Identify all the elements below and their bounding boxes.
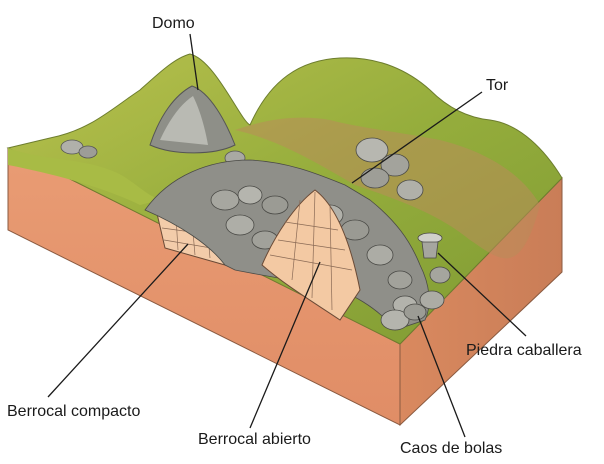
label-piedra-caballera: Piedra caballera bbox=[466, 343, 582, 359]
label-domo: Domo bbox=[152, 16, 195, 32]
label-caos-de-bolas: Caos de bolas bbox=[400, 441, 502, 457]
label-tor: Tor bbox=[486, 78, 508, 94]
label-berrocal-abierto: Berrocal abierto bbox=[198, 432, 311, 448]
label-berrocal-compacto: Berrocal compacto bbox=[7, 404, 140, 420]
